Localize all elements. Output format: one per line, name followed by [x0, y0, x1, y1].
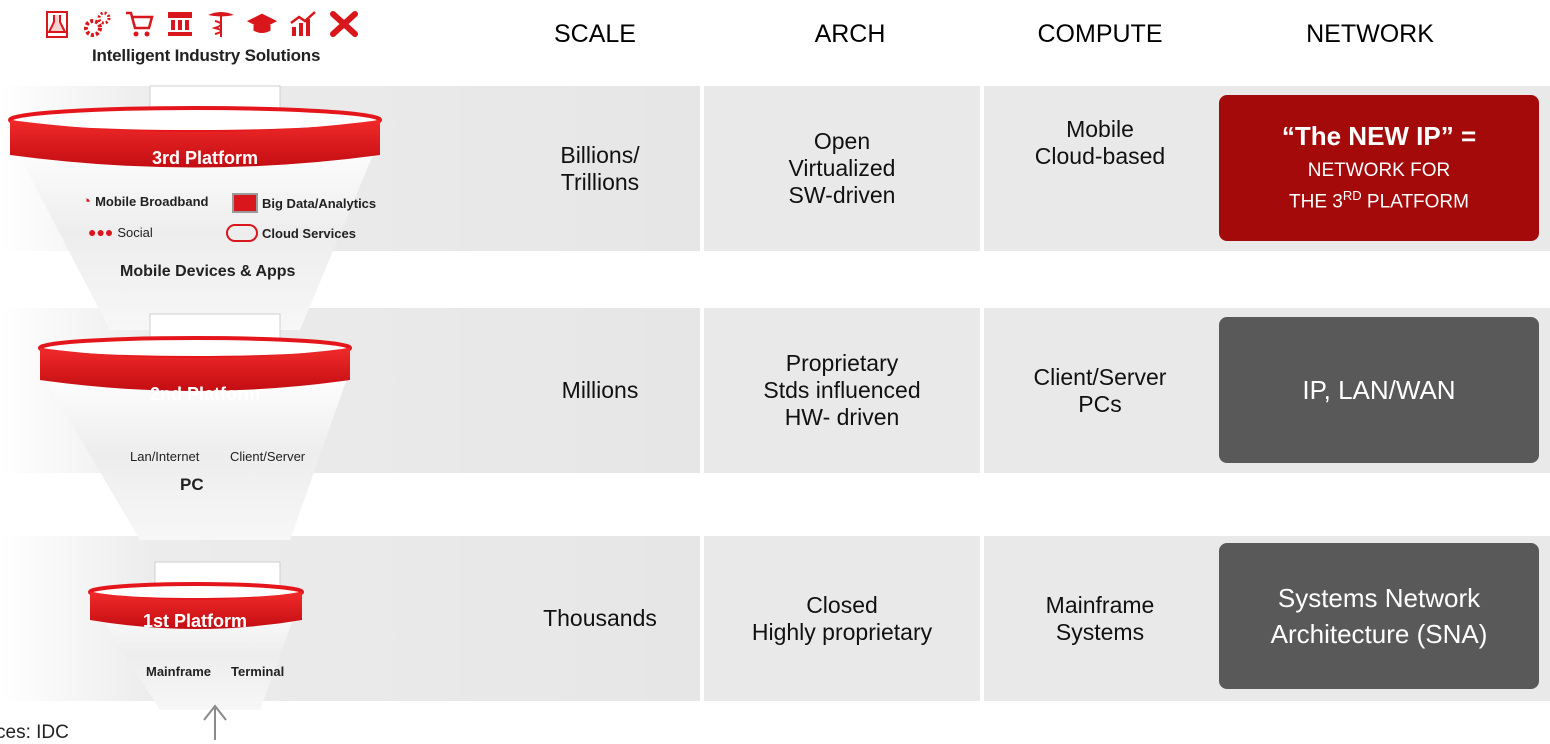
network-3rd-box: “The NEW IP” = NETWORK FOR THE 3RD PLATF…	[1219, 95, 1539, 241]
platform-1st-title: 1st Platform	[142, 611, 248, 631]
scale-3rd: Billions/ Trillions	[560, 141, 640, 195]
network-3rd-title: “The NEW IP” =	[1281, 121, 1477, 152]
scale-2nd: Millions	[561, 377, 639, 403]
cloud-icon	[226, 224, 258, 242]
platform-2nd-title: 2nd Platform	[149, 384, 260, 404]
network-2nd-title: IP, LAN/WAN	[1302, 374, 1456, 405]
column-header-arch: ARCH	[814, 20, 886, 48]
caduceus-icon	[204, 8, 238, 40]
compute-1st: Mainframe Systems	[1045, 591, 1155, 645]
arch-1st: Closed Highly proprietary	[751, 591, 933, 645]
tag-mobile-broadband: ◔ Mobile Broadband	[82, 193, 209, 210]
tag-cloud-services: Cloud Services	[226, 224, 356, 242]
column-header-network: NETWORK	[1306, 20, 1434, 48]
arch-cell-2nd	[704, 308, 980, 473]
column-header-scale: SCALE	[554, 20, 636, 48]
platform-2nd-caption: PC	[180, 475, 204, 494]
rss-icon: ◔	[82, 193, 92, 210]
network-3rd-line2: THE 3RD PLATFORM	[1289, 188, 1469, 213]
column-header-compute: COMPUTE	[1037, 20, 1163, 48]
analytics-icon	[232, 193, 258, 213]
arch-2nd: Proprietary Stds influenced HW- driven	[763, 350, 921, 430]
bank-icon	[163, 8, 197, 40]
people-icon: ●●●	[88, 224, 114, 240]
gears-icon	[81, 8, 115, 40]
network-1st-box: Systems Network Architecture (SNA)	[1219, 543, 1539, 689]
network-2nd-box: IP, LAN/WAN	[1219, 317, 1539, 463]
industry-icons-row	[40, 4, 400, 44]
cart-icon	[122, 8, 156, 40]
tag-mainframe: Mainframe	[146, 664, 212, 679]
airplane-icon	[327, 8, 361, 40]
tagline: Intelligent Industry Solutions	[92, 46, 321, 65]
compute-3rd: Mobile Cloud-based	[1034, 116, 1166, 169]
platform-3rd-caption: Mobile Devices & Apps	[120, 263, 296, 280]
compute-2nd: Client/Server PCs	[1033, 363, 1167, 417]
network-1st-title-line1: Systems Network	[1277, 583, 1481, 613]
scale-1st: Thousands	[543, 605, 657, 631]
platform-funnels	[8, 85, 382, 740]
tag-social: ●●● Social	[88, 224, 153, 240]
tag-big-data: Big Data/Analytics	[232, 193, 376, 213]
tag-client-server: Client/Server	[230, 449, 306, 464]
graduation-cap-icon	[245, 8, 279, 40]
source-note: ces: IDC	[0, 722, 69, 743]
tag-lan-internet: Lan/Internet	[130, 449, 200, 464]
arch-cell-1st	[704, 536, 980, 701]
platform-3rd-title: 3rd Platform	[151, 148, 259, 168]
tag-terminal: Terminal	[231, 664, 285, 679]
network-3rd-line1: NETWORK FOR	[1307, 160, 1451, 182]
growth-chart-icon	[286, 8, 320, 40]
network-1st-title-line2: Architecture (SNA)	[1270, 619, 1488, 649]
arch-cell-3rd	[704, 86, 980, 251]
arch-3rd: Open Virtualized SW-driven	[788, 128, 896, 208]
flask-icon	[40, 8, 74, 40]
